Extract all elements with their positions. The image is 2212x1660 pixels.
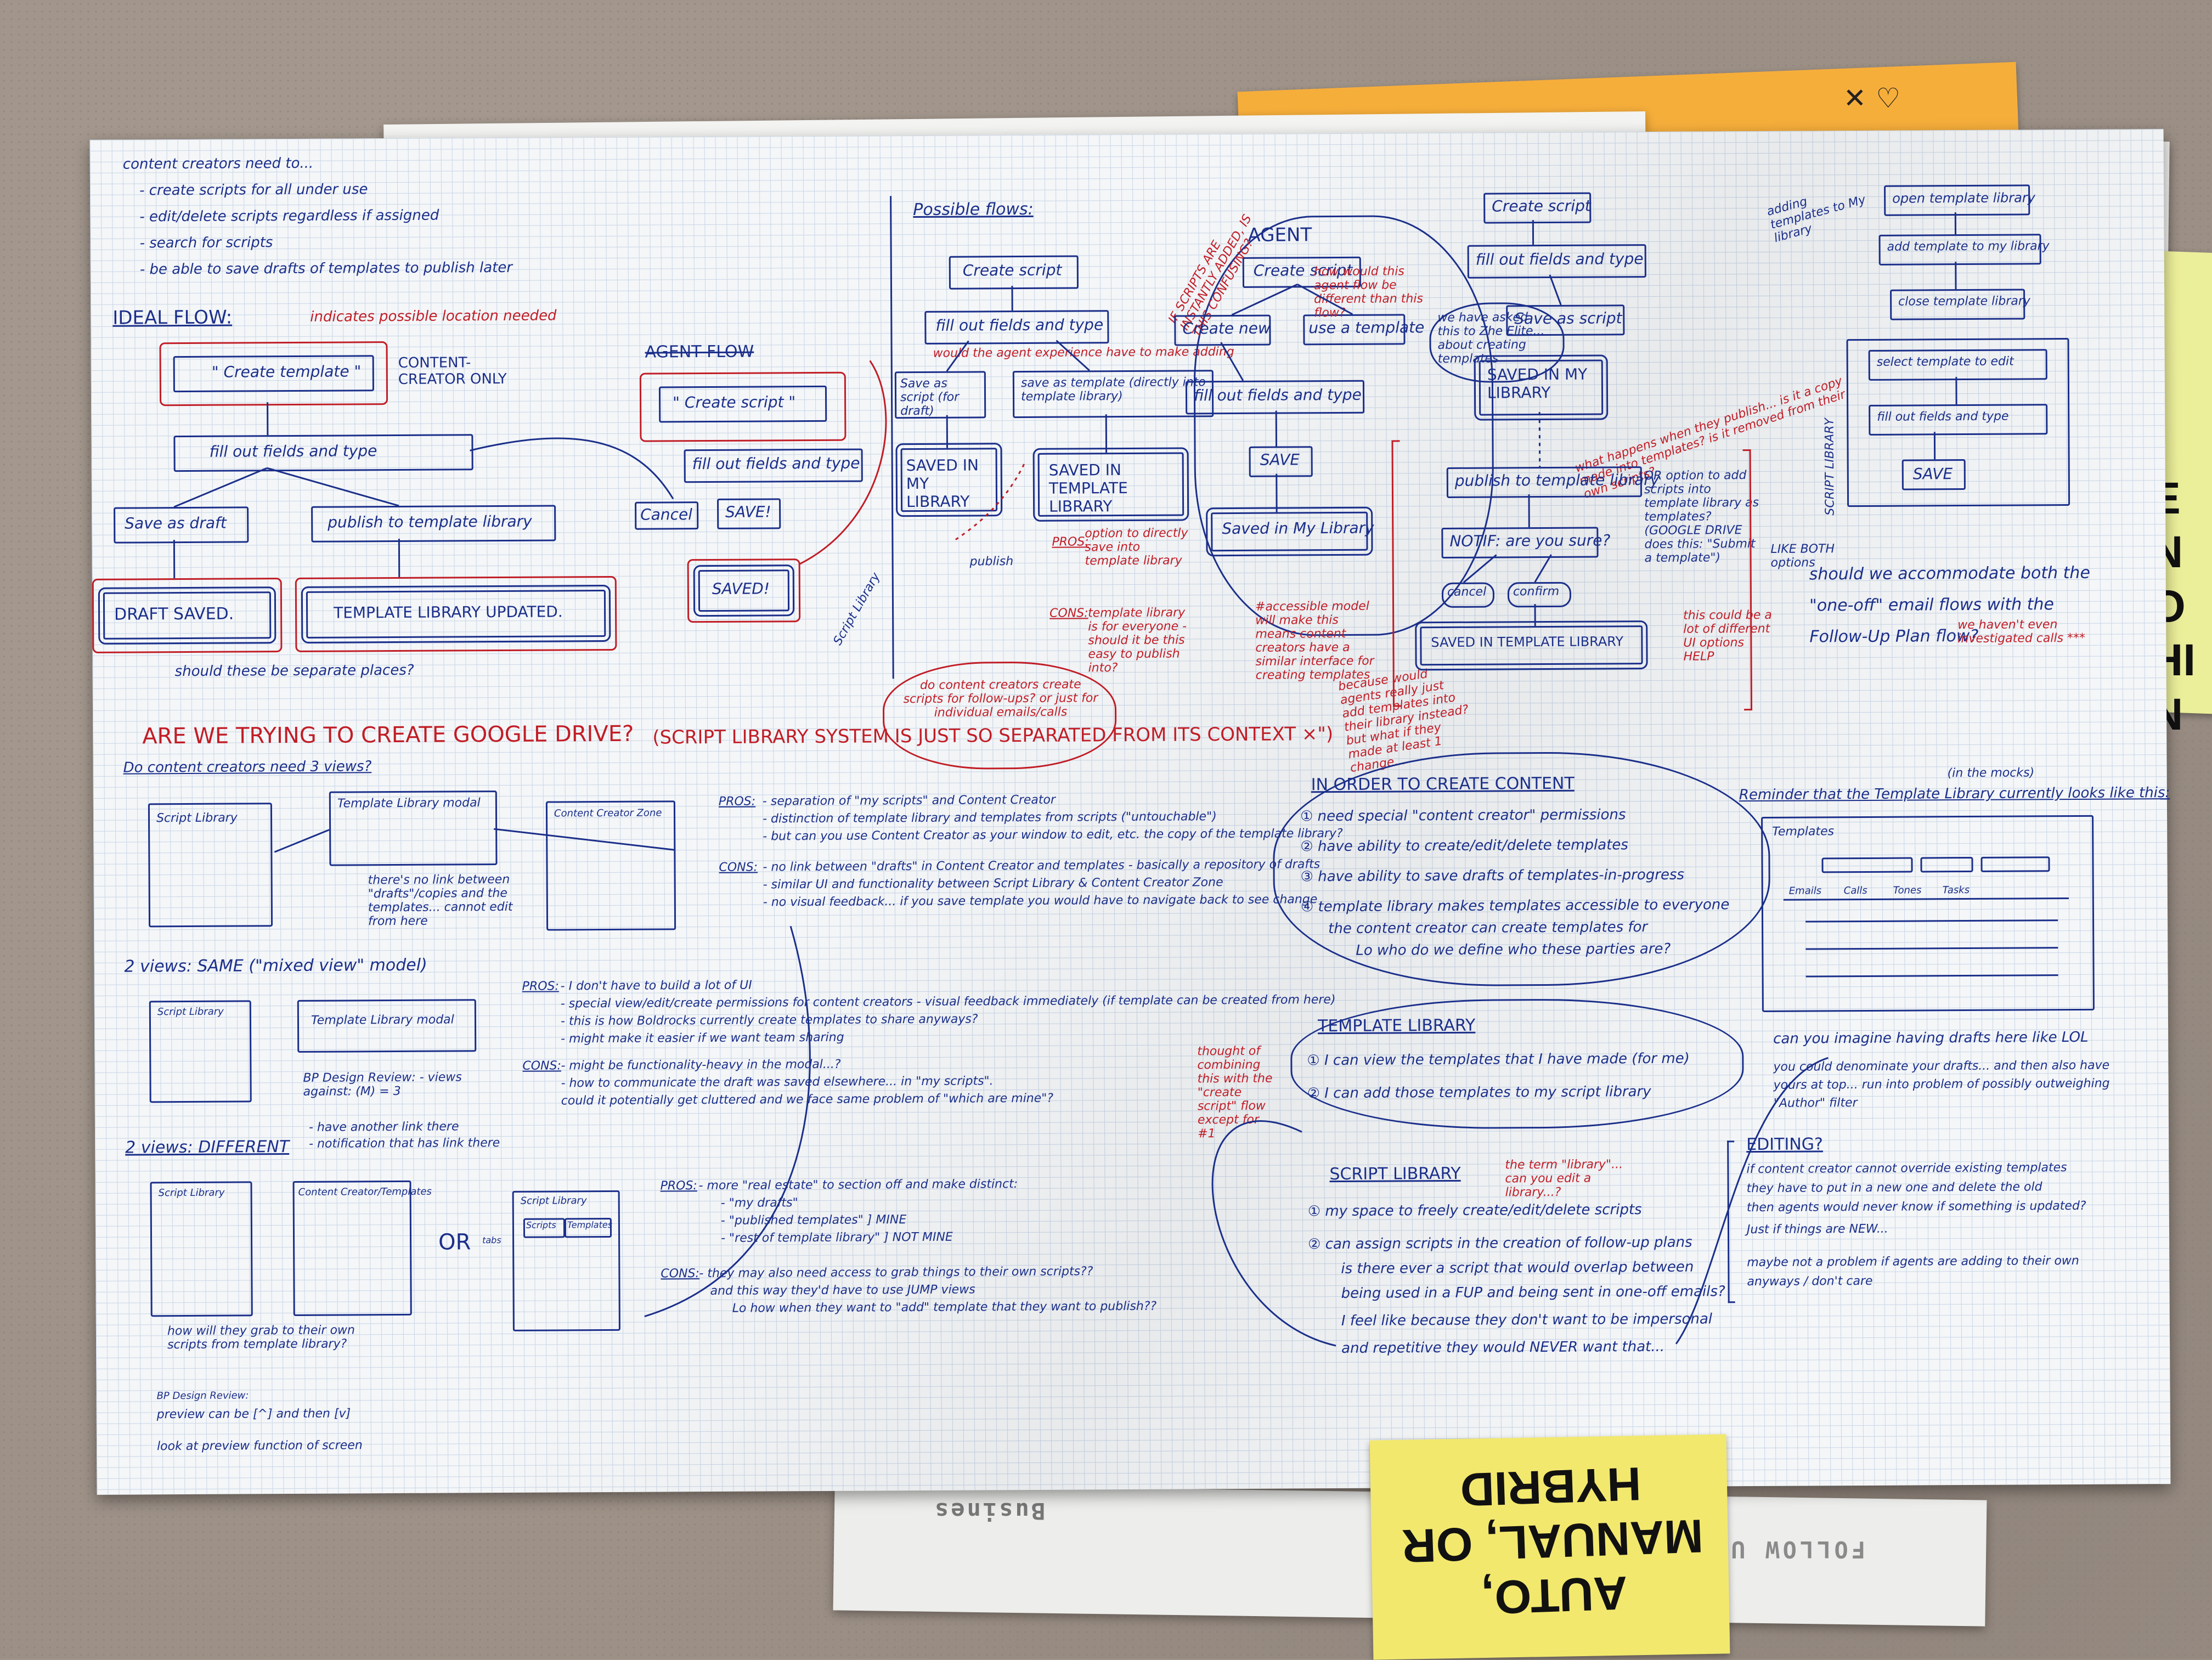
grid-paper-sheet: content creators need to... - create scr… xyxy=(89,129,2171,1495)
yellow-sticky-text: AUTO, MANUAL, OR HYBRID xyxy=(1401,1457,1705,1624)
back-paper-business-text: Busines xyxy=(933,1498,1046,1525)
connector-lines xyxy=(173,212,1957,1347)
orange-sticky-marks: ✕ ♡ xyxy=(1843,82,1901,114)
